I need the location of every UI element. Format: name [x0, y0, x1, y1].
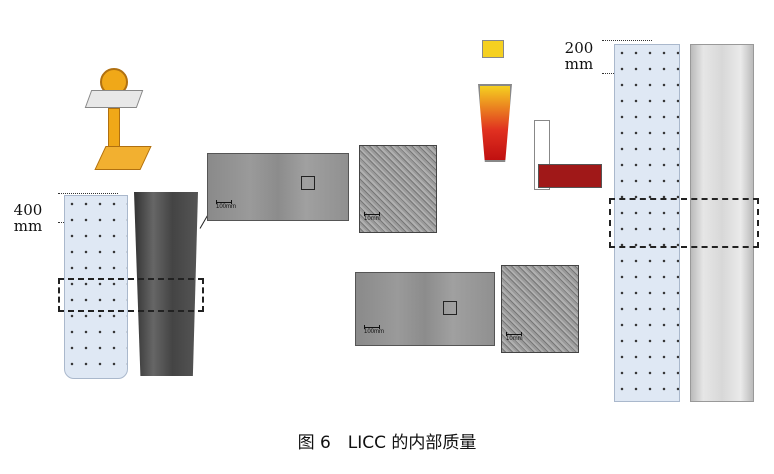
height-unit: mm	[564, 55, 594, 73]
microstructure-right: 10mm	[501, 265, 579, 353]
height-value: 400	[13, 201, 43, 219]
scale-label: 10mm	[364, 216, 381, 222]
ladle-illustration	[82, 68, 152, 178]
section-box-right	[609, 198, 759, 248]
ingot-macrograph-right	[690, 44, 754, 402]
figure-number: 图 6	[297, 433, 331, 453]
scale-label: 100mm	[364, 329, 385, 335]
figure-title: LICC 的内部质量	[347, 433, 477, 453]
macrostructure-right: 100mm	[355, 272, 495, 346]
height-value: 200	[564, 39, 594, 57]
section-box-left	[58, 278, 204, 312]
height-unit: mm	[13, 217, 43, 235]
ingot-schematic-right	[614, 44, 680, 402]
figure-caption: 图 6 LICC 的内部质量	[0, 428, 774, 453]
macrostructure-left: 100mm	[207, 153, 349, 221]
casting-process-illustration	[470, 40, 610, 200]
scale-label: 10mm	[506, 336, 523, 342]
ingot-macrograph-left	[134, 192, 198, 376]
microstructure-left: 10mm	[359, 145, 437, 233]
scale-label: 100mm	[216, 204, 237, 210]
ingot-schematic-left	[64, 195, 128, 379]
